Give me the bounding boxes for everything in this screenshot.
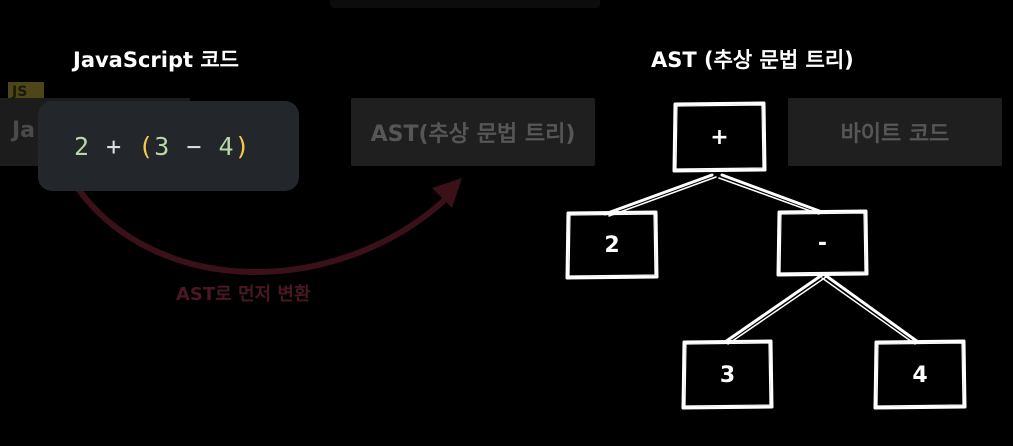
code-token-3: 3 xyxy=(154,131,171,161)
code-token-close-paren: ) xyxy=(234,131,251,161)
edge-root-left-b xyxy=(608,176,717,217)
node-minus-box xyxy=(776,209,869,277)
edge-root-minus-b xyxy=(718,177,820,215)
edge-root-left xyxy=(603,173,714,216)
node-three-box xyxy=(681,339,774,410)
code-token-plus: + xyxy=(90,131,139,161)
node-four-box xyxy=(873,339,967,410)
code-token-open-paren: ( xyxy=(138,131,155,161)
background-bytecode-card: 바이트 코드 xyxy=(788,98,1002,166)
edge-minus-four-b xyxy=(821,277,916,345)
code-token-minus: − xyxy=(170,131,219,161)
edge-minus-four xyxy=(823,273,920,344)
node-root-label: + xyxy=(710,125,729,150)
edge-minus-three-b xyxy=(727,276,827,345)
edge-minus-three xyxy=(723,273,824,344)
background-ast-card: AST(추상 문법 트리) xyxy=(351,98,595,166)
node-three-label: 3 xyxy=(719,362,736,388)
node-minus-label: - xyxy=(817,231,828,256)
node-left-box xyxy=(565,210,659,280)
code-token-2: 2 xyxy=(74,131,91,161)
code-panel: 2 + (3 − 4) xyxy=(38,101,299,191)
node-root-box xyxy=(672,101,767,173)
code-token-4: 4 xyxy=(218,131,235,161)
transform-arrow-head xyxy=(432,178,462,208)
javascript-code-heading: JavaScript 코드 xyxy=(73,48,239,72)
background-top-label xyxy=(330,0,600,8)
ast-heading: AST (추상 문법 트리) xyxy=(651,48,854,72)
node-left-label: 2 xyxy=(604,233,620,258)
edge-root-minus xyxy=(720,173,824,214)
transform-label: AST로 먼저 변환 xyxy=(176,284,311,305)
node-four-label: 4 xyxy=(912,362,928,388)
